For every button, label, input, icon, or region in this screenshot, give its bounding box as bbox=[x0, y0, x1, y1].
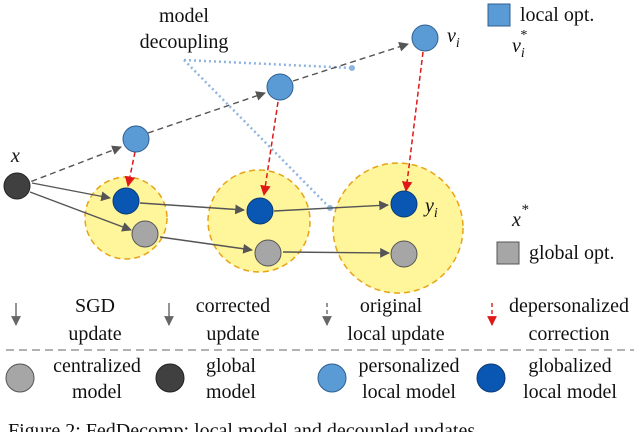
legend-original-line2: local update bbox=[347, 323, 444, 345]
original-local-updates bbox=[21, 42, 409, 186]
legend-global-swatch bbox=[155, 363, 185, 393]
legend-personalized-line2: local model bbox=[362, 381, 456, 403]
node-centralized-1 bbox=[131, 220, 159, 248]
legend-local-opt: local opt. bbox=[487, 3, 594, 27]
symbol-vi: vi bbox=[447, 25, 460, 51]
legend-models: centralized model global model personali… bbox=[5, 355, 617, 403]
node-personalized-3-vi bbox=[411, 24, 439, 52]
yellow-regions bbox=[84, 162, 464, 294]
legend-original-line1: original bbox=[360, 295, 423, 317]
node-personalized-2 bbox=[266, 73, 294, 101]
global-opt-label: global opt. bbox=[529, 242, 615, 264]
legend-globalized-line2: local model bbox=[523, 381, 617, 403]
symbol-yi: yi bbox=[423, 195, 438, 221]
legend-centralized-line1: centralized bbox=[53, 355, 141, 377]
legend-global-line1: global bbox=[206, 355, 256, 377]
symbol-vi-star: vi* bbox=[512, 28, 527, 61]
node-personalized-1 bbox=[122, 125, 150, 153]
node-globalized-2 bbox=[246, 197, 274, 225]
legend-corrected-line1: corrected bbox=[196, 295, 270, 317]
legend-corrected-line2: update bbox=[206, 323, 259, 345]
node-x-global bbox=[3, 172, 31, 200]
legend-centralized-line2: model bbox=[72, 381, 122, 403]
figure-caption: Figure 2: FedDecomp: local model and dec… bbox=[8, 420, 475, 432]
symbol-x: x bbox=[10, 145, 20, 167]
legend-depersonalized-line1: depersonalized bbox=[509, 295, 629, 317]
symbol-x-star: x* bbox=[511, 202, 529, 231]
legend-globalized-line1: globalized bbox=[528, 355, 611, 377]
legend-personalized-swatch bbox=[317, 363, 347, 393]
node-centralized-2 bbox=[254, 239, 282, 267]
legend-global-opt: global opt. bbox=[496, 241, 615, 265]
node-centralized-3 bbox=[390, 240, 418, 268]
depersonalized-corrections bbox=[124, 51, 424, 197]
model-decoupling-label-2: decoupling bbox=[140, 31, 229, 53]
legend-sgd-line1: SGD bbox=[75, 295, 115, 317]
legend-global-line2: model bbox=[206, 381, 256, 403]
nodes bbox=[3, 24, 439, 268]
legend-globalized-swatch bbox=[476, 363, 506, 393]
legend-sgd-line2: update bbox=[68, 323, 121, 345]
corrected-updates bbox=[31, 182, 389, 215]
legend-centralized-swatch bbox=[5, 363, 35, 393]
local-opt-label: local opt. bbox=[520, 4, 594, 26]
local-opt-swatch bbox=[487, 3, 511, 27]
global-opt-swatch bbox=[496, 241, 520, 265]
legend-personalized-line1: personalized bbox=[358, 355, 459, 377]
yellow-region-3 bbox=[332, 162, 464, 294]
legend-arrows: SGD update corrected update original loc… bbox=[11, 295, 629, 345]
node-globalized-3-yi bbox=[390, 190, 418, 218]
model-decoupling-label-1: model bbox=[159, 5, 209, 27]
sgd-updates bbox=[29, 191, 390, 258]
legend-depersonalized-line2: correction bbox=[528, 323, 609, 345]
node-globalized-1 bbox=[112, 187, 140, 215]
